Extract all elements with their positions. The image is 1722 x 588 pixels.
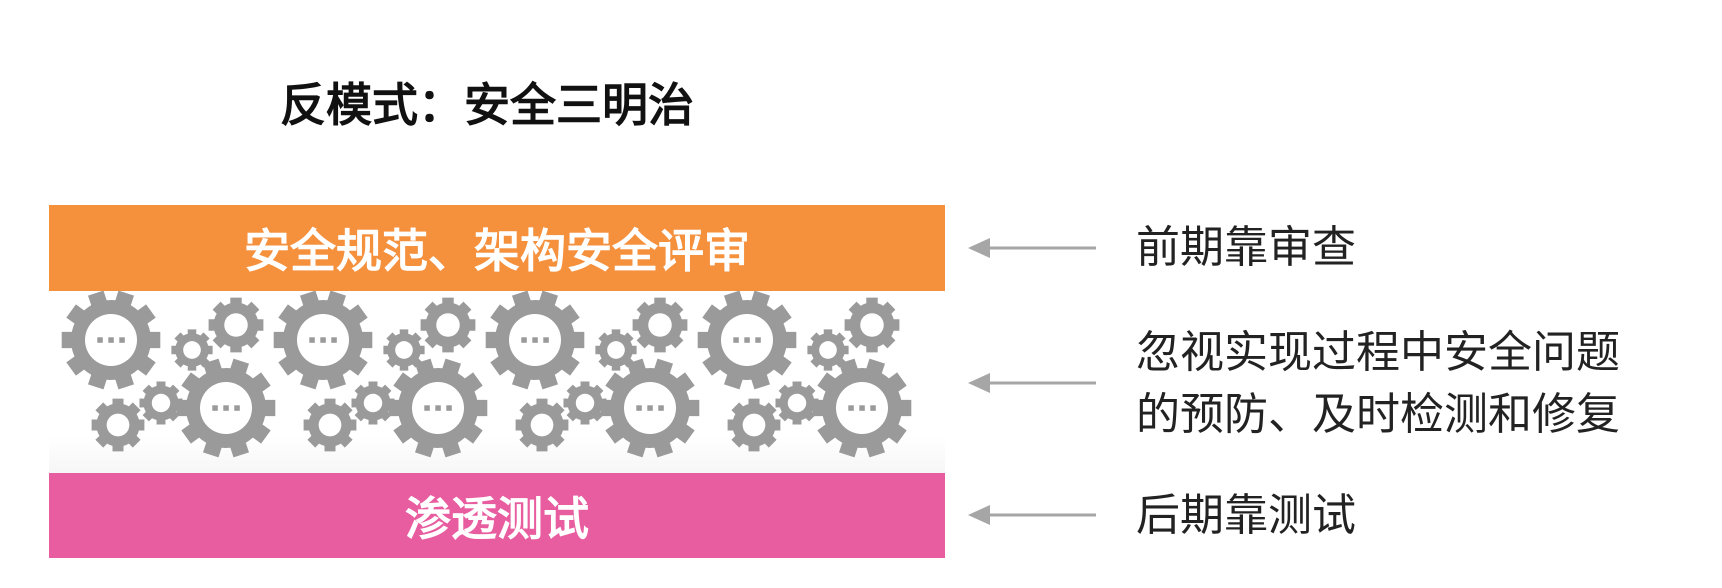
gear-icon	[303, 398, 357, 452]
diagram-title: 反模式：安全三明治	[280, 78, 694, 132]
annotation-middle-line-1: 忽视实现过程中安全问题	[1136, 327, 1620, 378]
gear-icon	[383, 329, 425, 371]
gear-icon	[515, 398, 569, 452]
gear-icon	[61, 291, 161, 390]
bottom-layer-band: 渗透测试	[49, 473, 945, 558]
gear-icon	[420, 297, 476, 353]
gear-icon	[171, 329, 213, 371]
gear-icon	[844, 297, 900, 353]
gear-icon	[812, 358, 912, 458]
gear-icon	[775, 381, 819, 425]
gear-icon	[388, 358, 488, 458]
gear-icon	[91, 398, 145, 452]
gear-icon	[485, 291, 585, 390]
gear-icon	[273, 291, 373, 390]
annotation-top: 前期靠审查	[1136, 222, 1356, 273]
arrow-left-icon	[968, 505, 1096, 525]
annotation-bottom: 后期靠测试	[1136, 490, 1356, 541]
gears-layer	[49, 291, 945, 473]
gear-icon	[139, 381, 183, 425]
gear-icon	[208, 297, 264, 353]
gear-icon	[632, 297, 688, 353]
gear-icon	[807, 329, 849, 371]
gear-icon	[600, 358, 700, 458]
gear-pattern	[61, 291, 912, 458]
top-layer-label: 安全规范、架构安全评审	[244, 224, 750, 278]
gear-icon	[595, 329, 637, 371]
gear-icon	[727, 398, 781, 452]
top-layer-band: 安全规范、架构安全评审	[49, 205, 945, 291]
gear-icon	[176, 358, 276, 458]
gear-icon	[697, 291, 797, 390]
annotation-middle-line-2: 的预防、及时检测和修复	[1136, 389, 1620, 440]
gear-icon	[351, 381, 395, 425]
bottom-layer-label: 渗透测试	[405, 491, 589, 546]
arrow-left-icon	[968, 238, 1096, 258]
arrow-left-icon	[968, 373, 1096, 393]
gear-icon	[563, 381, 607, 425]
